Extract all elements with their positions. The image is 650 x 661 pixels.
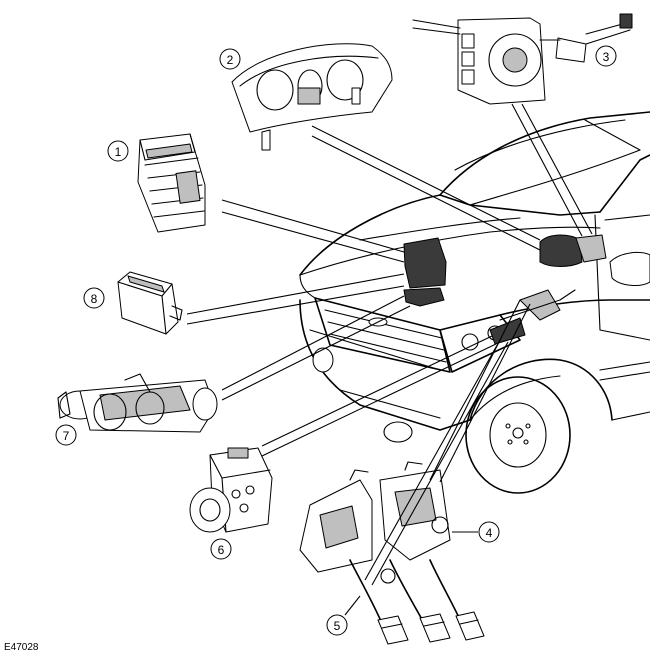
- callout-7-label: 7: [63, 429, 70, 443]
- leader-lines: [186, 103, 593, 616]
- callout-3-label: 3: [603, 50, 610, 64]
- component-4-5-pedal-box: [299, 461, 485, 645]
- callout-5-label: 5: [334, 619, 341, 633]
- component-2-instrument-cluster: [231, 43, 393, 151]
- callout-2: 2: [219, 48, 241, 70]
- callout-8-label: 8: [91, 292, 98, 306]
- component-6-abs-modulator: [189, 447, 273, 533]
- component-8-module: [117, 271, 183, 335]
- figure-code: E47028: [4, 642, 39, 653]
- component-1-control-module: [137, 133, 206, 233]
- callout-7: 7: [55, 424, 77, 446]
- callout-8: 8: [83, 287, 105, 309]
- component-7-intake-assembly: [57, 373, 218, 433]
- callout-4: 4: [478, 521, 500, 543]
- component-3-steering-column-switches: [412, 13, 633, 105]
- callout-2-label: 2: [227, 53, 234, 67]
- callout-6-label: 6: [218, 543, 225, 557]
- callout-6: 6: [210, 538, 232, 560]
- callout-5: 5: [326, 614, 348, 636]
- vehicle-front-view: [299, 111, 650, 494]
- callout-1-label: 1: [115, 145, 122, 159]
- callout-1: 1: [107, 140, 129, 162]
- callout-4-label: 4: [486, 526, 493, 540]
- callout-3: 3: [595, 45, 617, 67]
